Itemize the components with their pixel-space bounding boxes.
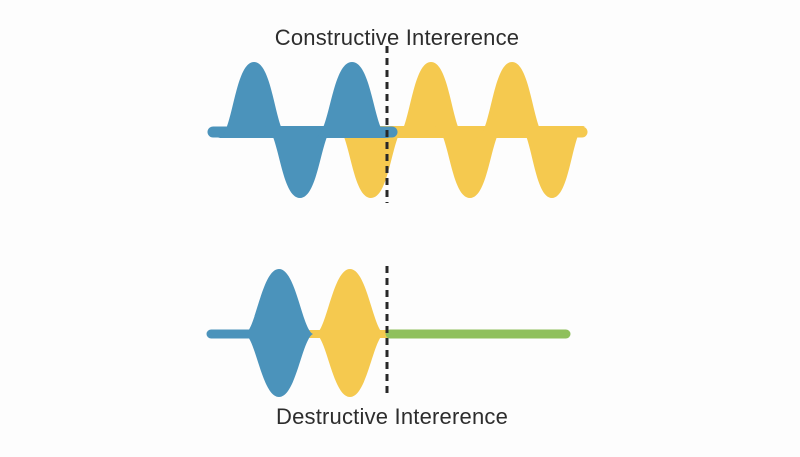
constructive-interference-title: Constructive Intererence — [274, 25, 520, 50]
yellow-trough-0 — [335, 126, 407, 198]
yellow-crest-2 — [476, 62, 548, 138]
yellow-trough-1 — [434, 126, 506, 198]
top-yellow-wave-lobes — [335, 62, 586, 198]
blue-crest-1 — [218, 62, 290, 138]
yellow-trough-2 — [518, 126, 586, 198]
blue-crest-2 — [314, 62, 390, 138]
yellow-crest-1 — [395, 62, 467, 138]
blue-trough-1 — [264, 126, 336, 198]
destructive-interference-title: Destructive Intererence — [275, 404, 509, 429]
bottom-blue-pulse — [245, 269, 313, 397]
bottom-yellow-pulse — [316, 269, 384, 397]
top-blue-wave-lobes — [218, 62, 390, 198]
